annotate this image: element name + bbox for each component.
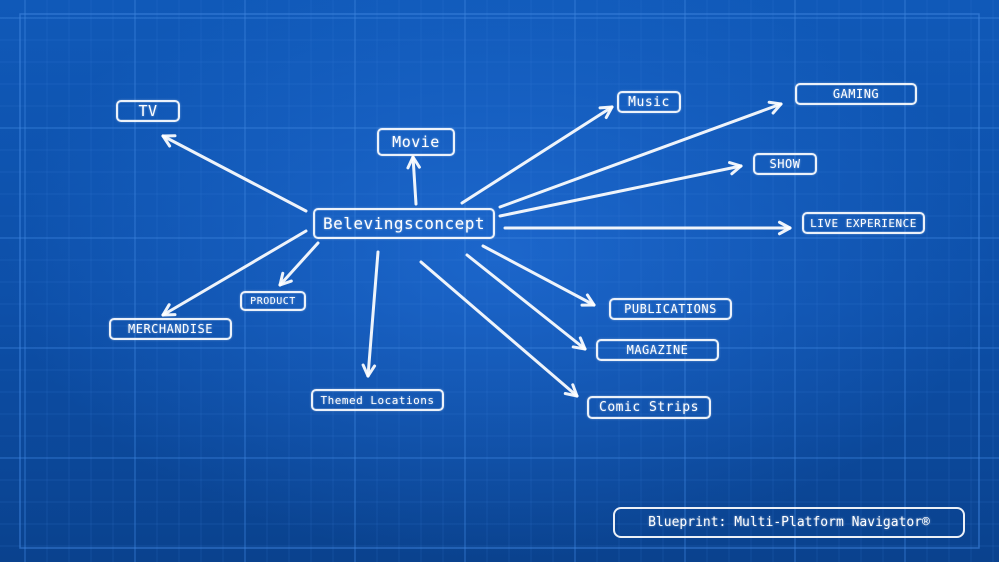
node-themed-locations: Themed Locations: [311, 389, 444, 411]
node-label: MERCHANDISE: [128, 322, 213, 336]
arrow-to-gaming: [498, 100, 783, 209]
arrow-to-publications: [481, 244, 596, 307]
grid-border: [19, 13, 980, 549]
node-label: Movie: [392, 133, 440, 151]
blueprint-caption: Blueprint: Multi-Platform Navigator®: [613, 507, 965, 538]
arrow-to-tv: [161, 134, 308, 213]
node-label: GAMING: [832, 87, 880, 101]
node-merchandise: MERCHANDISE: [109, 318, 232, 340]
node-label: Comic Strips: [599, 400, 699, 415]
arrow-to-live-experience: [503, 220, 792, 236]
node-gaming: GAMING: [795, 83, 917, 105]
node-label: TV: [138, 102, 158, 120]
node-music: Music: [617, 91, 681, 113]
arrow-to-movie: [406, 155, 421, 206]
node-label: Themed Locations: [320, 393, 435, 407]
arrow-to-magazine: [465, 253, 587, 351]
node-product: PRODUCT: [240, 291, 306, 311]
arrow-to-show: [498, 161, 743, 218]
node-label: LIVE EXPERIENCE: [810, 216, 917, 230]
node-magazine: MAGAZINE: [596, 339, 719, 361]
arrow-to-music: [460, 105, 614, 205]
node-movie: Movie: [377, 128, 455, 156]
node-tv: TV: [116, 100, 180, 122]
node-label: SHOW: [769, 157, 801, 171]
caption-text: Blueprint: Multi-Platform Navigator®: [648, 515, 930, 530]
node-publications: PUBLICATIONS: [609, 298, 732, 320]
node-label: Music: [628, 94, 670, 110]
node-label: MAGAZINE: [626, 343, 689, 357]
node-label: PRODUCT: [250, 295, 296, 307]
node-show: SHOW: [753, 153, 817, 175]
arrow-to-merchandise: [161, 229, 308, 317]
center-node: Belevingsconcept: [313, 208, 495, 239]
node-label: PUBLICATIONS: [624, 302, 717, 316]
node-live-experience: LIVE EXPERIENCE: [802, 212, 925, 234]
arrow-to-comic-strips: [419, 260, 579, 398]
node-comic-strips: Comic Strips: [587, 396, 711, 419]
arrow-to-product: [278, 241, 320, 287]
center-node-label: Belevingsconcept: [322, 214, 486, 233]
arrow-to-themed-locations: [361, 250, 380, 378]
